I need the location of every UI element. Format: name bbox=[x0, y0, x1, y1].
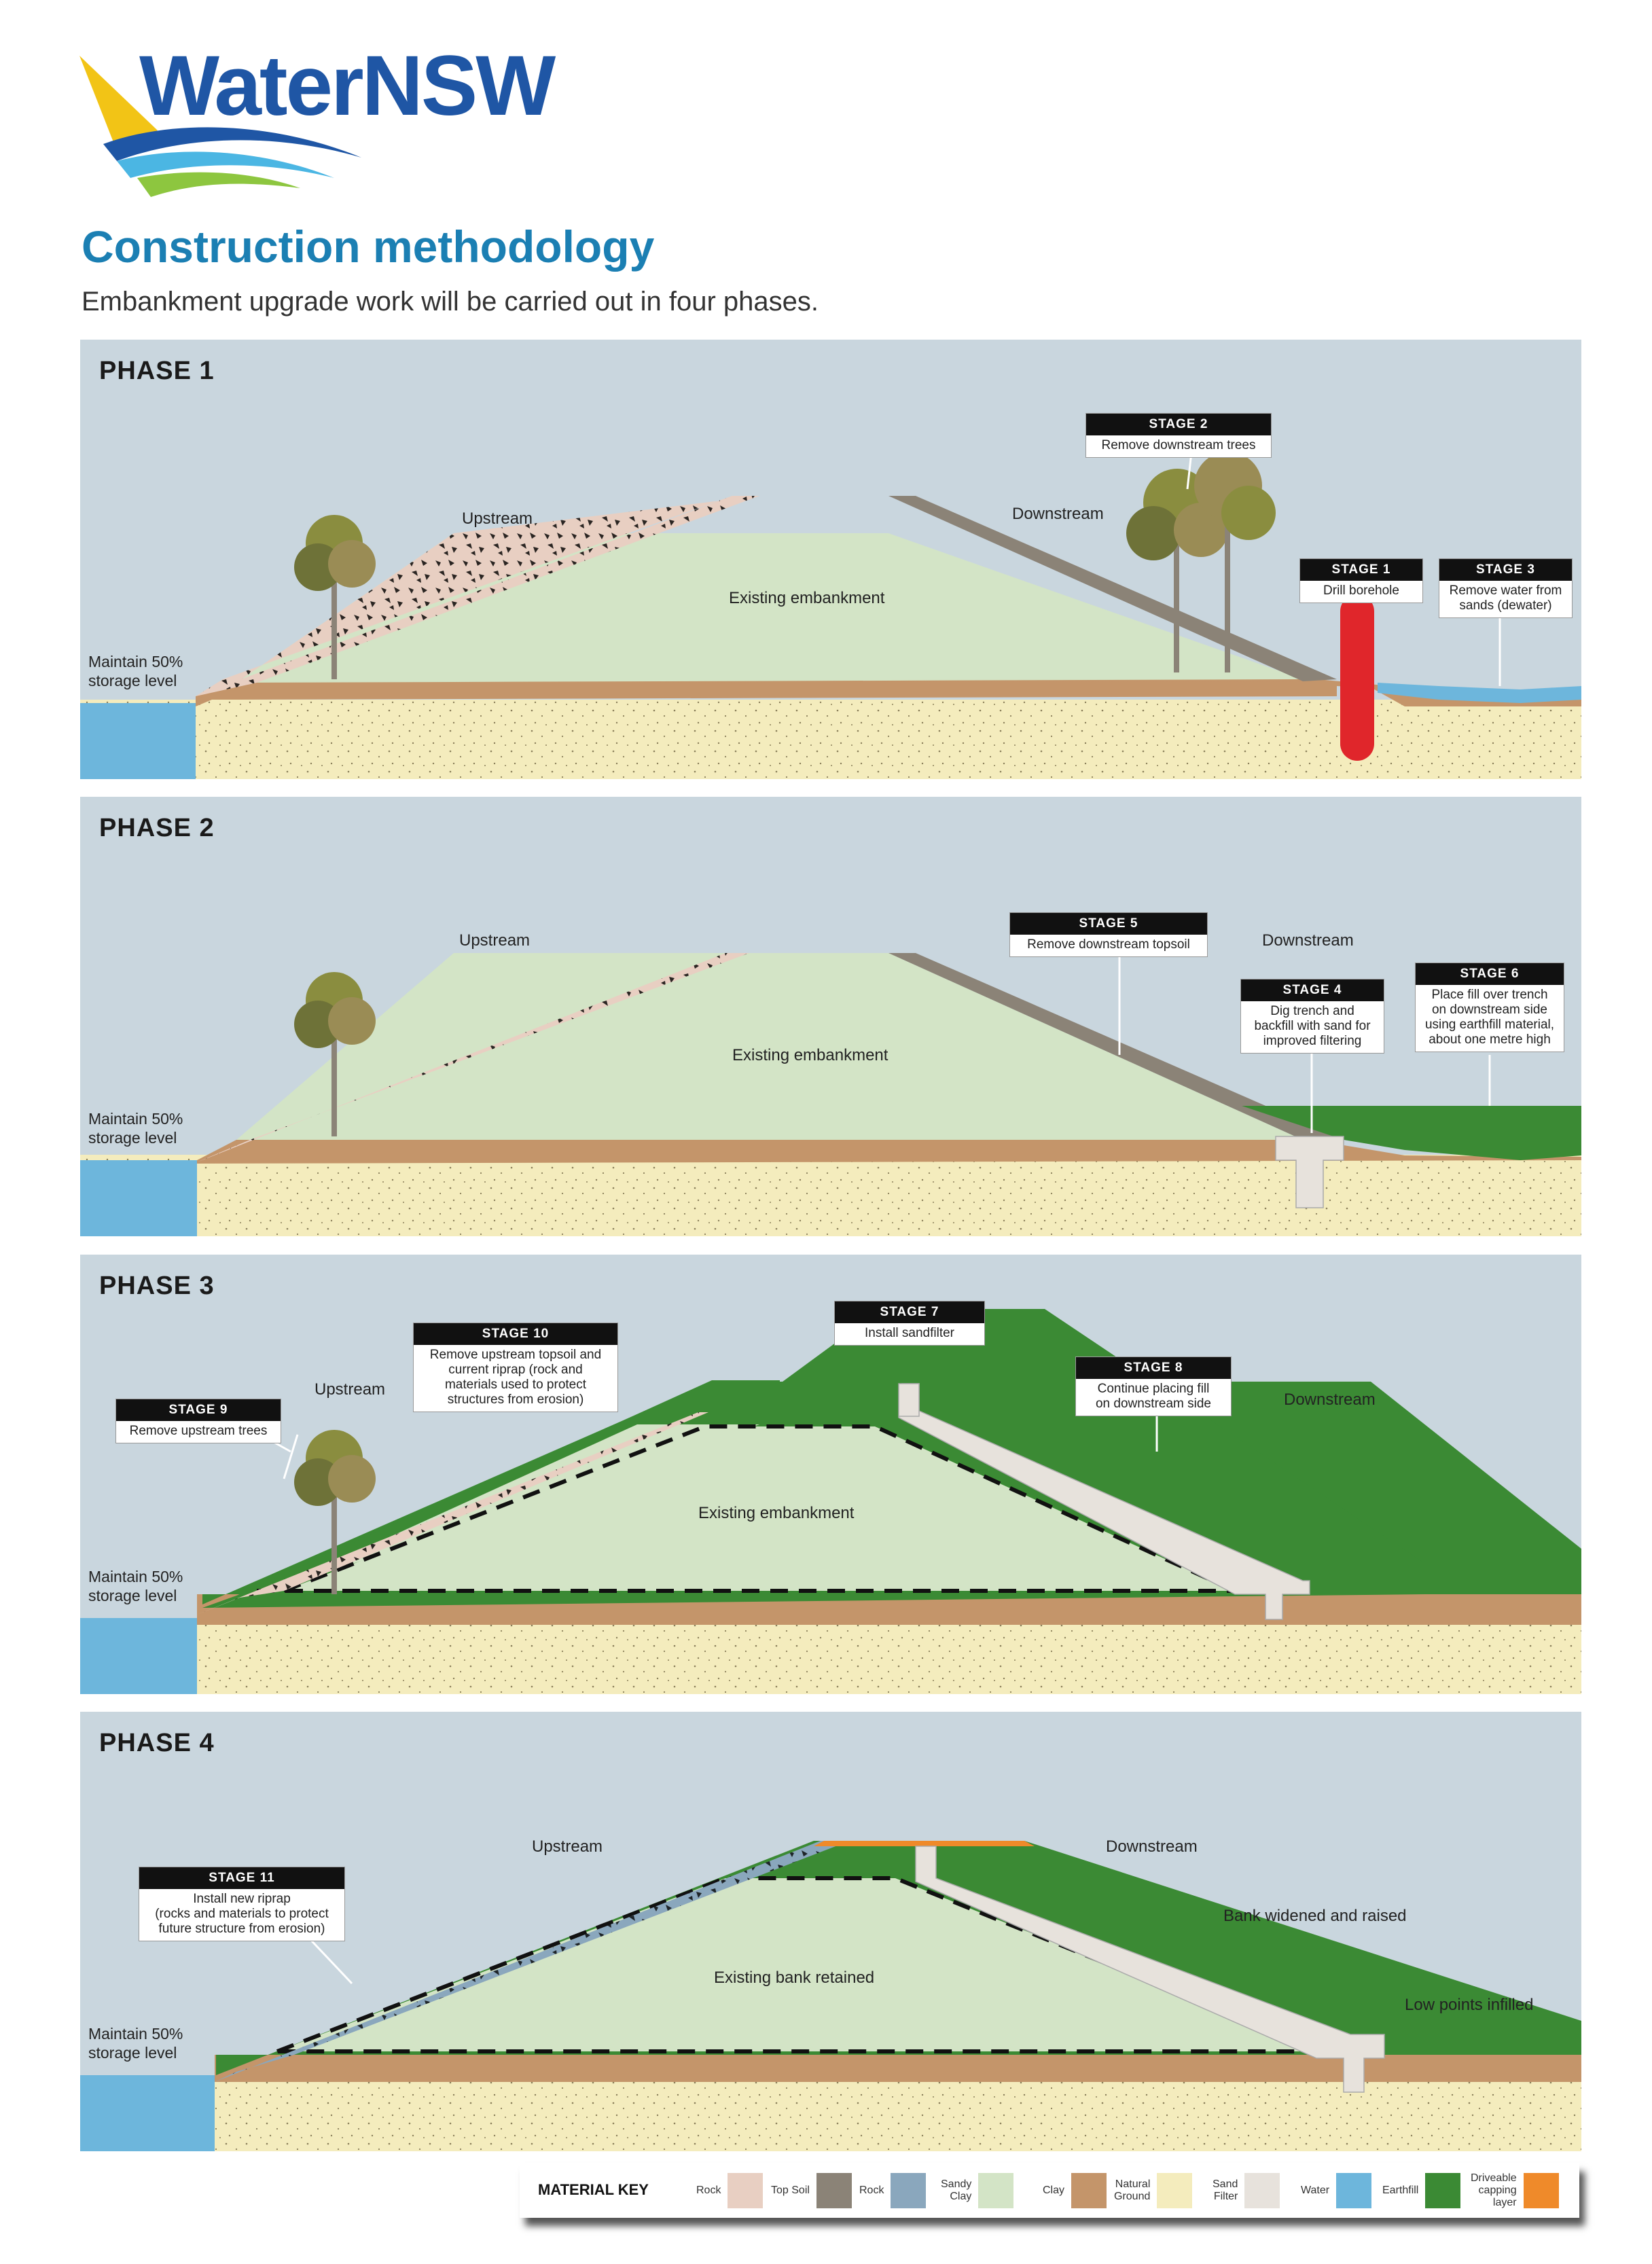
phase-3-panel: PHASE 3 Upstream Downstream Existing emb… bbox=[80, 1255, 1581, 1694]
storage-level-note: Maintain 50%storage level bbox=[88, 1568, 183, 1604]
storage-level-note: Maintain 50%storage level bbox=[88, 653, 183, 689]
phase-3-diagram bbox=[80, 1309, 1581, 1694]
key-swatch bbox=[1425, 2173, 1461, 2208]
phase-label: PHASE 3 bbox=[99, 1272, 215, 1300]
upstream-label: Upstream bbox=[459, 931, 531, 950]
phase-label: PHASE 1 bbox=[99, 357, 215, 385]
material-key-title: MATERIAL KEY bbox=[538, 2181, 649, 2198]
phase-2-panel: PHASE 2 Upstream Downstream Existing emb… bbox=[80, 797, 1581, 1236]
key-item: Rock bbox=[859, 2169, 927, 2212]
key-swatch bbox=[728, 2173, 764, 2208]
key-item: Water bbox=[1301, 2169, 1372, 2212]
downstream-label: Downstream bbox=[1012, 505, 1104, 523]
low-points-label: Low points infilled bbox=[1405, 1996, 1534, 2014]
page-subtitle: Embankment upgrade work will be carried … bbox=[82, 287, 819, 317]
embankment-label: Existing embankment bbox=[729, 589, 885, 607]
embankment-label: Existing bank retained bbox=[714, 1969, 875, 1987]
tree-icon bbox=[1126, 452, 1276, 672]
key-item: Earthfill bbox=[1382, 2169, 1461, 2212]
tree-icon bbox=[294, 515, 376, 679]
key-item: Clay bbox=[1043, 2169, 1107, 2212]
upstream-label: Upstream bbox=[462, 509, 533, 528]
key-swatch bbox=[1071, 2173, 1107, 2208]
embankment-label: Existing embankment bbox=[698, 1504, 855, 1522]
downstream-label: Downstream bbox=[1106, 1837, 1198, 1856]
key-swatch bbox=[1244, 2173, 1280, 2208]
phase-4-diagram bbox=[80, 1841, 1581, 2151]
key-swatch bbox=[816, 2173, 852, 2208]
upstream-label: Upstream bbox=[315, 1380, 386, 1399]
phase-4-panel: PHASE 4 Upstream Downstream Existing ban… bbox=[80, 1712, 1581, 2151]
storage-level-note: Maintain 50%storage level bbox=[88, 2025, 183, 2062]
storage-level-note: Maintain 50%storage level bbox=[88, 1110, 183, 1147]
phase-label: PHASE 4 bbox=[99, 1729, 215, 1757]
key-item: Rock bbox=[696, 2169, 764, 2212]
key-swatch bbox=[891, 2173, 927, 2208]
brand-name: WaterNSW bbox=[139, 39, 556, 133]
downstream-label: Downstream bbox=[1262, 931, 1354, 950]
key-swatch bbox=[978, 2173, 1014, 2208]
upstream-label: Upstream bbox=[532, 1837, 603, 1856]
phase-label: PHASE 2 bbox=[99, 814, 215, 842]
key-swatch bbox=[1336, 2173, 1372, 2208]
page-title: Construction methodology bbox=[82, 221, 655, 272]
bank-widened-label: Bank widened and raised bbox=[1223, 1907, 1407, 1925]
phase-1-diagram bbox=[80, 427, 1581, 779]
tree-icon bbox=[294, 972, 376, 1136]
phase-1-panel: PHASE 1 Upstream Downstream Existing emb… bbox=[80, 340, 1581, 779]
key-swatch bbox=[1523, 2173, 1559, 2208]
embankment-label: Existing embankment bbox=[732, 1046, 888, 1064]
phase-2-diagram bbox=[80, 922, 1581, 1236]
key-item: Top Soil bbox=[771, 2169, 852, 2212]
waternsw-logo bbox=[79, 56, 361, 197]
key-swatch bbox=[1157, 2173, 1193, 2208]
tree-icon bbox=[294, 1430, 376, 1594]
downstream-label: Downstream bbox=[1284, 1390, 1376, 1409]
